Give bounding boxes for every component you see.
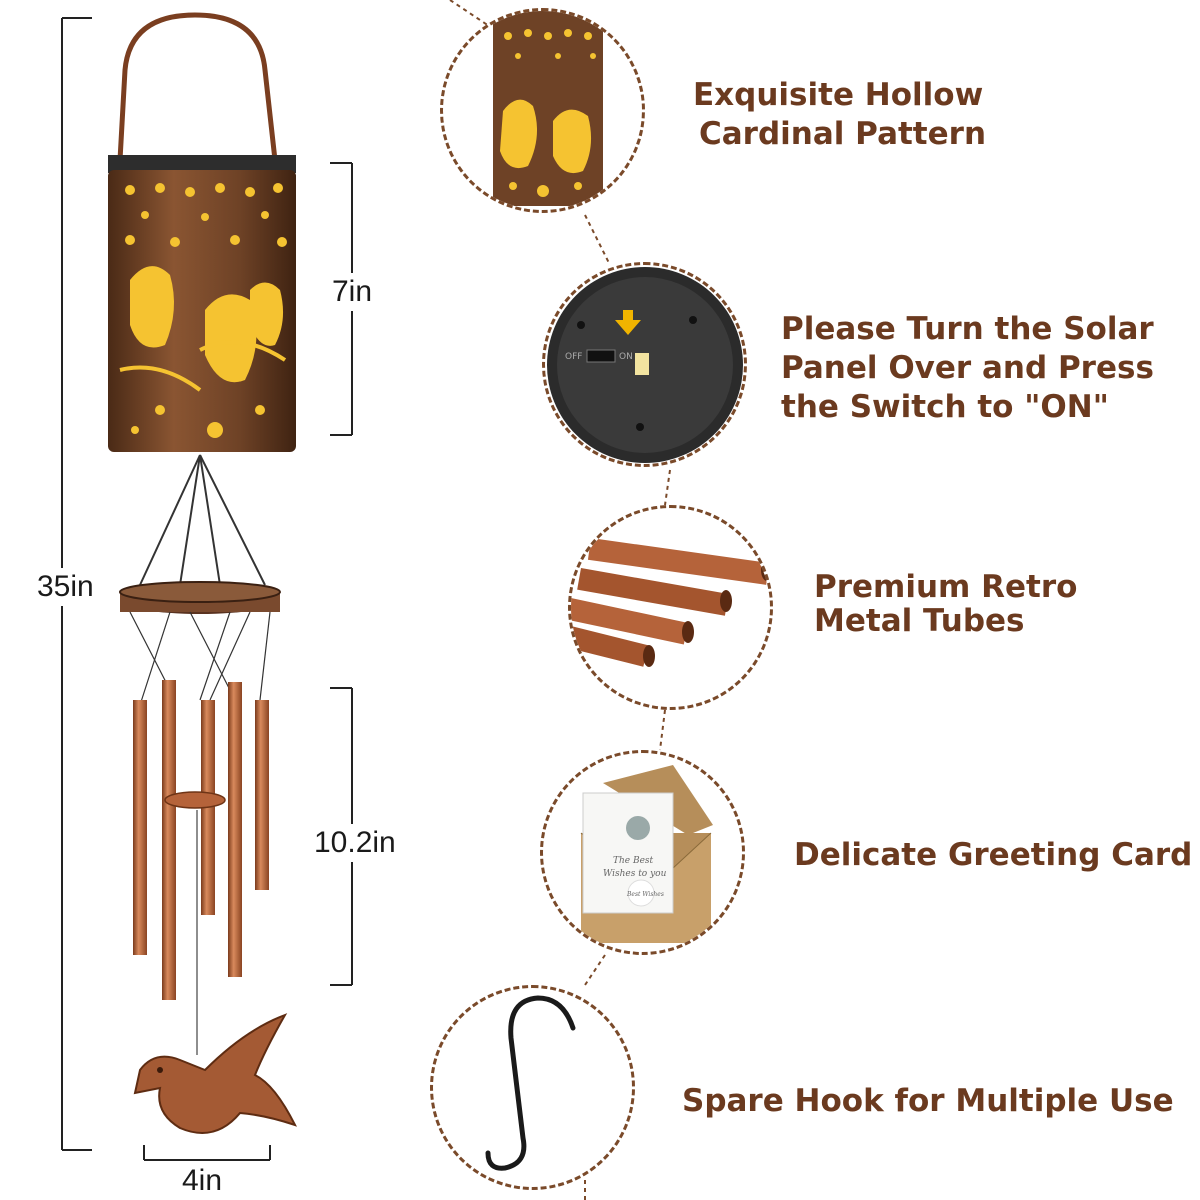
- svg-text:The Best: The Best: [613, 856, 654, 866]
- metal-tubes-circle: [568, 505, 773, 710]
- copper-tubes-icon: [571, 538, 770, 667]
- svg-text:Wishes to you: Wishes to you: [603, 869, 667, 879]
- greeting-card-envelope-icon: The Best Wishes to you Best Wishes: [580, 765, 713, 943]
- svg-text:Best Wishes: Best Wishes: [626, 891, 664, 898]
- cardinal-lantern-closeup-icon: [493, 11, 603, 206]
- s-hook-icon: [485, 995, 576, 1171]
- wind-chime-illustration: [108, 12, 297, 1134]
- solar-panel-switch-icon: OFF ON: [547, 267, 743, 463]
- tube-length-label: 10.2in: [310, 824, 400, 862]
- feature-greeting-card: Delicate Greeting Card: [794, 837, 1193, 873]
- svg-text:OFF: OFF: [565, 352, 582, 362]
- spare-hook-circle: [430, 985, 635, 1190]
- connector-line: [449, 0, 671, 1200]
- total-height-label: 35in: [33, 568, 98, 606]
- solar-switch-circle: OFF ON: [542, 262, 747, 467]
- feature-metal-tubes: Premium Retro Metal Tubes: [814, 569, 1078, 639]
- feature-cardinal-pattern: Exquisite Hollow Cardinal Pattern: [693, 77, 987, 152]
- cardinal-pattern-circle: [440, 8, 645, 213]
- svg-text:ON: ON: [619, 352, 633, 362]
- feature-spare-hook: Spare Hook for Multiple Use: [682, 1083, 1174, 1119]
- width-label: 4in: [178, 1162, 227, 1200]
- feature-solar-switch: Please Turn the Solar Panel Over and Pre…: [781, 311, 1154, 425]
- lantern-height-label: 7in: [328, 273, 377, 311]
- greeting-card-circle: The Best Wishes to you Best Wishes: [540, 750, 745, 955]
